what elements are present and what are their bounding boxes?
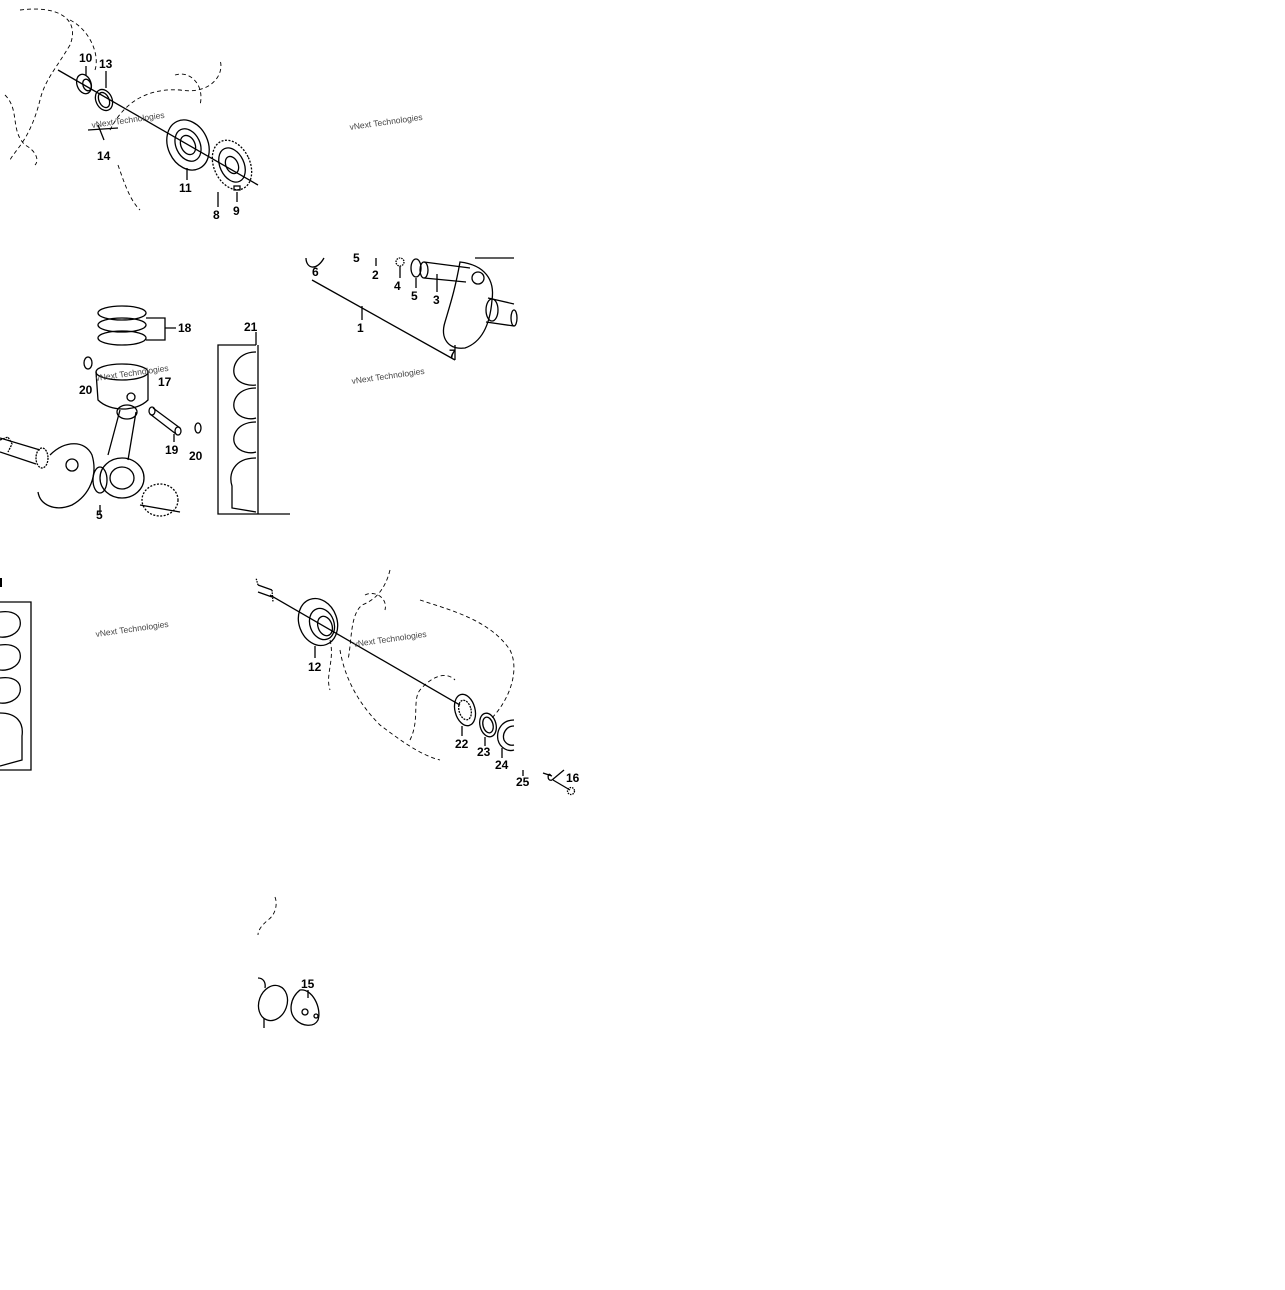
panel-crankcase-left: 10 13 14 11 8 9 vNext Technologies — [4, 8, 259, 222]
label-20-left: 20 — [79, 383, 93, 397]
part-16-bolt — [542, 769, 576, 796]
watermark-1: vNext Technologies — [91, 110, 165, 130]
part-15-gasket — [290, 989, 320, 1026]
label-14: 14 — [97, 149, 111, 163]
part-22-bearing — [453, 693, 477, 727]
label-20-right: 20 — [189, 449, 203, 463]
label-8: 8 — [213, 208, 220, 222]
label-17: 17 — [158, 375, 172, 389]
label-1: 1 — [357, 321, 364, 335]
watermark-5: vNext Technologies — [95, 619, 169, 639]
panel-ring-set-repeat: vNext Technologies — [0, 578, 169, 771]
label-18: 18 — [178, 321, 192, 335]
panel-piston: 18 20 17 19 20 21 5 vNext Technologies — [0, 305, 290, 522]
panel-crankshaft: 6 5 2 4 5 3 1 7 vNext Technologies — [305, 251, 518, 386]
part-11-bearing — [166, 119, 210, 171]
part-9-key — [233, 185, 241, 191]
label-4: 4 — [394, 279, 401, 293]
part-23-ring — [479, 712, 497, 738]
part-5-spacer — [410, 258, 422, 278]
label-22: 22 — [455, 737, 469, 751]
label-23: 23 — [477, 745, 491, 759]
label-7: 7 — [449, 347, 456, 361]
label-5-mid: 5 — [411, 289, 418, 303]
part-4-bolt — [395, 257, 405, 278]
label-9: 9 — [233, 204, 240, 218]
label-12: 12 — [308, 660, 322, 674]
watermark-6: vNext Technologies — [353, 629, 427, 649]
part-20-clip-left — [83, 356, 93, 370]
part-19-piston-pin — [148, 406, 182, 442]
part-o-ring — [257, 984, 289, 1022]
label-16: 16 — [566, 771, 580, 785]
panel-cover: 15 — [257, 896, 320, 1028]
part-24-oil-seal — [496, 719, 515, 752]
part-20-clip-right — [194, 422, 202, 434]
part-12-oil-seal — [297, 597, 339, 647]
watermark-top-right: vNext Technologies — [349, 112, 423, 132]
part-17-piston — [95, 363, 149, 410]
label-11: 11 — [179, 181, 192, 195]
label-3: 3 — [433, 293, 440, 307]
label-19: 19 — [165, 443, 179, 457]
part-21-piston-kit — [217, 332, 290, 515]
label-13: 13 — [99, 57, 113, 71]
panel-crankcase-right: 12 22 23 24 25 16 vNext Technologies — [255, 569, 580, 796]
part-13-ring — [94, 88, 114, 112]
part-crankshaft-left — [0, 436, 181, 517]
part-stud — [255, 577, 274, 603]
label-25: 25 — [516, 775, 530, 789]
part-8-gear — [211, 139, 253, 191]
part-14-pin — [87, 124, 119, 141]
label-10: 10 — [79, 51, 93, 65]
label-5-top: 5 — [353, 251, 360, 265]
part-conrod — [99, 404, 145, 499]
label-6: 6 — [312, 265, 319, 279]
part-10-oil-seal — [75, 73, 93, 95]
label-21: 21 — [244, 320, 258, 334]
label-5-bottom: 5 — [96, 508, 103, 522]
label-24: 24 — [495, 758, 509, 772]
watermark-2: vNext Technologies — [349, 112, 423, 132]
watermark-3: vNext Technologies — [351, 366, 425, 386]
label-15: 15 — [301, 977, 315, 991]
label-2: 2 — [372, 268, 379, 282]
part-18-piston-rings — [97, 305, 176, 346]
